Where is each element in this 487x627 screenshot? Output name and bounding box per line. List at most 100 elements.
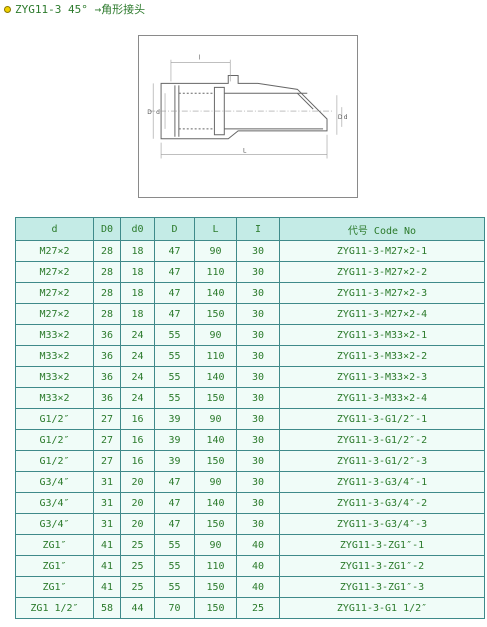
table-cell: G1/2″ xyxy=(15,408,94,430)
table-cell: 110 xyxy=(194,261,237,283)
column-header: d0 xyxy=(120,217,155,241)
table-cell: 47 xyxy=(154,282,195,304)
table-cell: ZG1″ xyxy=(15,534,94,556)
column-header: d xyxy=(15,217,94,241)
table-cell: 24 xyxy=(120,324,155,346)
table-cell: ZYG11-3-M33×2-2 xyxy=(279,345,485,367)
table-cell: 41 xyxy=(93,534,121,556)
table-cell: 140 xyxy=(194,366,237,388)
table-cell: 47 xyxy=(154,303,195,325)
table-cell: 16 xyxy=(120,450,155,472)
table-cell: 30 xyxy=(236,450,280,472)
table-cell: 150 xyxy=(194,387,237,409)
table-cell: 28 xyxy=(93,282,121,304)
table-cell: ZYG11-3-G1/2″-3 xyxy=(279,450,485,472)
table-cell: 24 xyxy=(120,387,155,409)
table-cell: ZYG11-3-M33×2-3 xyxy=(279,366,485,388)
table-cell: 24 xyxy=(120,345,155,367)
table-cell: M33×2 xyxy=(15,324,94,346)
table-cell: ZYG11-3-M27×2-3 xyxy=(279,282,485,304)
table-cell: 55 xyxy=(154,576,195,598)
table-cell: M33×2 xyxy=(15,345,94,367)
table-cell: ZYG11-3-M27×2-1 xyxy=(279,240,485,262)
table-cell: 25 xyxy=(120,555,155,577)
table-cell: 30 xyxy=(236,261,280,283)
table-cell: 25 xyxy=(120,576,155,598)
table-header-row: d D0 d0 D L I 代号 Code No xyxy=(15,217,485,241)
table-cell: 55 xyxy=(154,534,195,556)
dim-label-bottom: L xyxy=(243,149,247,155)
column-header: D xyxy=(154,217,195,241)
table-cell: M33×2 xyxy=(15,387,94,409)
table-cell: 30 xyxy=(236,471,280,493)
table-cell: G3/4″ xyxy=(15,492,94,514)
table-cell: G1/2″ xyxy=(15,429,94,451)
table-cell: 30 xyxy=(236,408,280,430)
column-header: I xyxy=(236,217,280,241)
table-cell: 150 xyxy=(194,450,237,472)
table-cell: 140 xyxy=(194,282,237,304)
table-cell: M27×2 xyxy=(15,282,94,304)
table-cell: 30 xyxy=(236,282,280,304)
table-cell: 30 xyxy=(236,492,280,514)
table-cell: 150 xyxy=(194,576,237,598)
table-cell: ZYG11-3-G1/2″-2 xyxy=(279,429,485,451)
table-cell: 90 xyxy=(194,324,237,346)
table-cell: 110 xyxy=(194,345,237,367)
table-cell: 41 xyxy=(93,576,121,598)
table-cell: 28 xyxy=(93,240,121,262)
table-cell: 31 xyxy=(93,513,121,535)
table-cell: 20 xyxy=(120,513,155,535)
table-cell: 44 xyxy=(120,597,155,619)
table-cell: 55 xyxy=(154,366,195,388)
table-cell: 58 xyxy=(93,597,121,619)
table-cell: 28 xyxy=(93,303,121,325)
table-cell: 18 xyxy=(120,261,155,283)
page-title: ZYG11-3 45° →角形接头 xyxy=(15,3,146,16)
technical-drawing: l D d D d L xyxy=(138,35,358,198)
table-cell: 20 xyxy=(120,492,155,514)
table-cell: ZYG11-3-M33×2-1 xyxy=(279,324,485,346)
table-cell: 40 xyxy=(236,534,280,556)
table-cell: 90 xyxy=(194,471,237,493)
table-cell: 30 xyxy=(236,324,280,346)
table-cell: 16 xyxy=(120,429,155,451)
table-cell: G3/4″ xyxy=(15,471,94,493)
table-cell: ZYG11-3-G3/4″-3 xyxy=(279,513,485,535)
table-cell: 55 xyxy=(154,345,195,367)
table-cell: ZYG11-3-M27×2-4 xyxy=(279,303,485,325)
table-cell: 27 xyxy=(93,429,121,451)
table-cell: M27×2 xyxy=(15,303,94,325)
column-header: L xyxy=(194,217,237,241)
table-cell: 30 xyxy=(236,513,280,535)
dim-label-right-inner: d xyxy=(344,115,348,121)
table-cell: ZYG11-3-ZG1″-1 xyxy=(279,534,485,556)
table-cell: ZYG11-3-G3/4″-2 xyxy=(279,492,485,514)
dim-label-right-outer: D xyxy=(338,115,343,121)
table-cell: 150 xyxy=(194,513,237,535)
table-cell: 24 xyxy=(120,366,155,388)
table-cell: ZG1″ xyxy=(15,555,94,577)
dim-label-left-outer: D xyxy=(147,110,152,116)
table-cell: 30 xyxy=(236,366,280,388)
table-cell: ZYG11-3-G3/4″-1 xyxy=(279,471,485,493)
table-cell: 30 xyxy=(236,345,280,367)
table-cell: 90 xyxy=(194,240,237,262)
table-cell: 47 xyxy=(154,513,195,535)
table-cell: 41 xyxy=(93,555,121,577)
table-cell: 18 xyxy=(120,303,155,325)
table-cell: 30 xyxy=(236,240,280,262)
table-cell: 18 xyxy=(120,282,155,304)
